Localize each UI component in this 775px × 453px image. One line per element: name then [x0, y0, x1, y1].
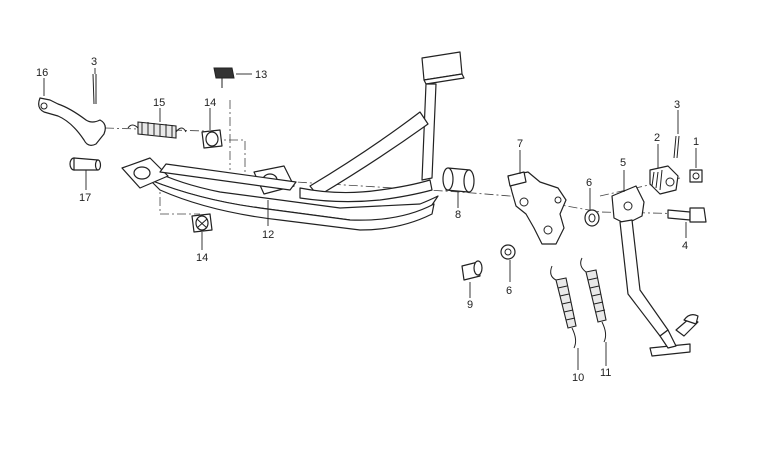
part-6-washer-lower	[500, 244, 516, 260]
part-4-bolt	[667, 207, 707, 223]
part-3-cotter-pin-left	[92, 73, 97, 105]
callout-17: 17	[79, 192, 91, 204]
part-5-side-stand	[611, 185, 699, 357]
callout-3-right: 3	[674, 99, 680, 111]
part-9-stopper	[461, 260, 483, 281]
callout-1: 1	[693, 136, 699, 148]
part-15-spring	[127, 121, 187, 139]
part-10-spring	[550, 265, 577, 349]
part-6-washer-upper	[584, 209, 600, 227]
callout-4: 4	[682, 240, 688, 252]
callout-11: 11	[600, 367, 611, 379]
part-11-spring	[580, 257, 607, 343]
part-14-bush-lower	[191, 213, 213, 233]
part-14-bush-upper	[201, 129, 223, 149]
callout-7: 7	[517, 138, 523, 150]
callout-12: 12	[262, 229, 274, 241]
part-2-switch	[649, 165, 679, 195]
callout-6-upper: 6	[586, 177, 592, 189]
part-1-nut	[689, 169, 703, 183]
callout-14-upper: 14	[204, 97, 216, 109]
leader-lines	[43, 68, 697, 370]
callout-5: 5	[620, 157, 626, 169]
callout-labels: 16 3 15 14 13 17 12 14 8 7 6 6 9 10 11 5…	[36, 56, 699, 384]
callout-2: 2	[654, 132, 660, 144]
part-7-bracket	[507, 171, 567, 245]
callout-15: 15	[153, 97, 165, 109]
callout-6-lower: 6	[506, 285, 512, 297]
part-3-cotter-pin-right	[673, 135, 680, 159]
part-12-main-stand	[121, 51, 465, 231]
callout-8: 8	[455, 209, 461, 221]
callout-14-lower: 14	[196, 252, 208, 264]
part-8-spacer	[442, 167, 475, 193]
callout-13: 13	[255, 69, 267, 81]
part-16-bracket	[38, 97, 106, 146]
callout-10: 10	[572, 372, 584, 384]
callout-9: 9	[467, 299, 473, 311]
callout-3-left: 3	[91, 56, 97, 68]
callout-16: 16	[36, 67, 48, 79]
part-17-pivot-pin	[69, 157, 102, 171]
part-13-knob	[213, 67, 235, 88]
